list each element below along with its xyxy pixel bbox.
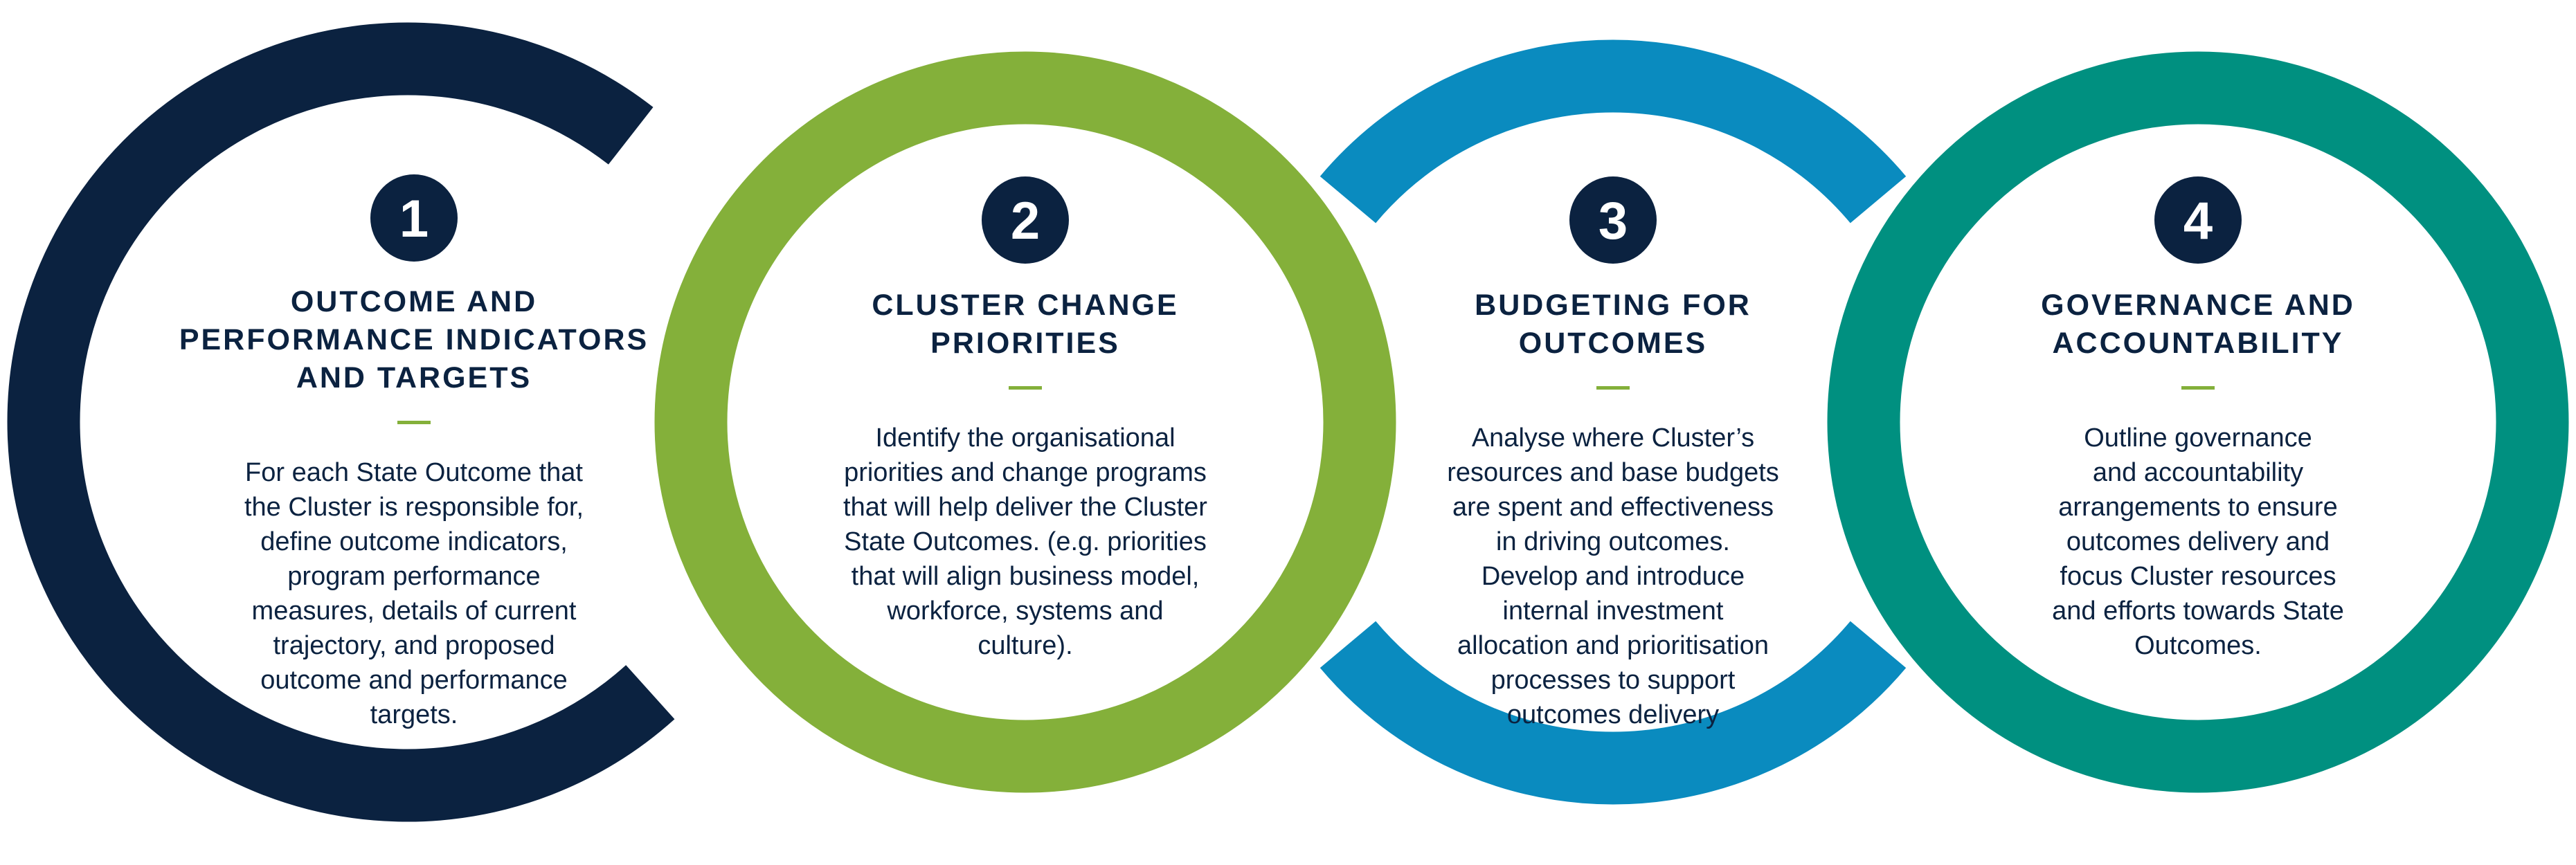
step-body-line: that will help deliver the Cluster (843, 493, 1207, 522)
accent-dash (1596, 386, 1630, 390)
step-body-line: the Cluster is responsible for, (244, 493, 584, 522)
step-title-line: ACCOUNTABILITY (2052, 327, 2343, 360)
ring-4-circle (1827, 51, 2569, 793)
accent-dash (397, 421, 431, 424)
ring-3-arc (1319, 621, 1907, 805)
step-number-badge (982, 176, 1069, 264)
step-title-line: OUTCOME AND (291, 285, 537, 318)
step-body-line: trajectory, and proposed (273, 631, 555, 660)
step-number: 3 (1598, 192, 1628, 251)
step-body-line: in driving outcomes. (1496, 527, 1730, 556)
step-body-line: program performance (287, 562, 540, 591)
step-body-line: Analyse where Cluster’s (1472, 424, 1754, 453)
step-body-line: allocation and prioritisation (1457, 631, 1769, 660)
accent-dash (2181, 386, 2215, 390)
step-title-line: BUDGETING FOR (1475, 289, 1751, 322)
step-body-line: Outcomes. (2134, 631, 2262, 660)
rings (7, 22, 2569, 822)
step-title-line: PERFORMANCE INDICATORS (179, 323, 649, 356)
step-number: 2 (1011, 192, 1040, 251)
step-body-line: arrangements to ensure (2058, 493, 2337, 522)
step-title-line: OUTCOMES (1519, 327, 1707, 360)
step-number-badge (2154, 176, 2242, 264)
step-title-line: PRIORITIES (930, 327, 1120, 360)
step-body-line: outcome and performance (260, 666, 568, 695)
step-body-line: For each State Outcome that (245, 458, 583, 487)
step-body-line: that will align business model, (852, 562, 1200, 591)
step-number: 4 (2183, 192, 2213, 251)
step-title-line: GOVERNANCE AND (2041, 289, 2355, 322)
step-body-line: outcomes delivery (1507, 700, 1719, 729)
ring-3-arc (1319, 39, 1907, 224)
ring-2-circle (654, 51, 1396, 793)
step-body-line: targets. (370, 700, 458, 729)
step-body-line: resources and base budgets (1447, 458, 1779, 487)
step-body-line: processes to support (1491, 666, 1736, 695)
ring-4 (1827, 51, 2569, 793)
step-body-line: State Outcomes. (e.g. priorities (844, 527, 1207, 556)
step-body-line: and efforts towards State (2052, 597, 2344, 626)
step-body-line: Identify the organisational (875, 424, 1175, 453)
step-title-line: CLUSTER CHANGE (872, 289, 1178, 322)
step-body-line: culture). (978, 631, 1072, 660)
step-body-line: outcomes delivery and (2066, 527, 2330, 556)
step-body-line: priorities and change programs (844, 458, 1207, 487)
accent-dash (1009, 386, 1042, 390)
ring-1-arc (7, 22, 675, 822)
step-body-line: Develop and introduce (1481, 562, 1745, 591)
ring-2 (654, 51, 1396, 793)
ring-3 (1319, 39, 1907, 805)
step-body-line: and accountability (2093, 458, 2303, 487)
ring-1 (7, 22, 675, 822)
step-body-line: measures, details of current (252, 597, 577, 626)
step-number-badge (370, 174, 458, 262)
step-body-line: are spent and effectiveness (1452, 493, 1774, 522)
step-number-badge (1569, 176, 1657, 264)
step-body-line: internal investment (1503, 597, 1724, 626)
step-body-line: define outcome indicators, (260, 527, 568, 556)
step-body-line: Outline governance (2084, 424, 2312, 453)
step-body-line: focus Cluster resources (2060, 562, 2336, 591)
step-number: 1 (399, 190, 429, 248)
step-body-line: workforce, systems and (886, 597, 1163, 626)
step-title-line: AND TARGETS (296, 361, 532, 394)
